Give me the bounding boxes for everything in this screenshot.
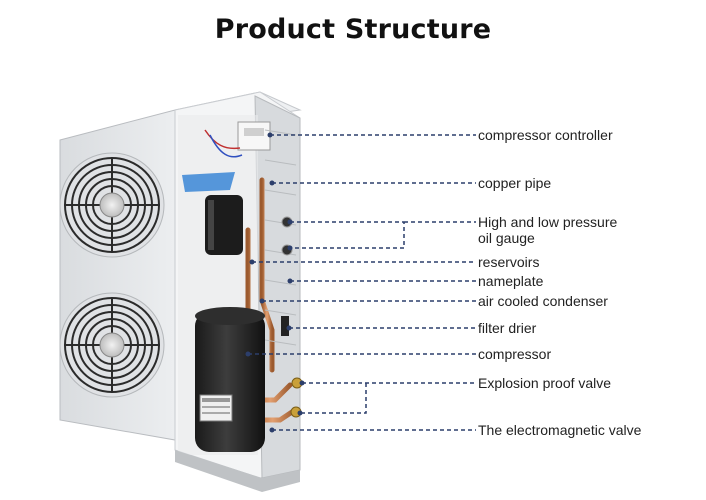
reservoir-tank	[205, 195, 243, 255]
label-reservoirs: reservoirs	[478, 254, 539, 270]
controller-box	[204, 121, 271, 158]
label-text: compressor	[478, 346, 552, 362]
filter-drier-part	[281, 316, 289, 336]
label-text: The electromagnetic valve	[478, 422, 642, 438]
fan-bottom	[59, 292, 165, 398]
compressor-part	[195, 307, 265, 452]
label-explosion-proof-valve: Explosion proof valve	[478, 375, 611, 391]
label-nameplate: nameplate	[478, 273, 543, 289]
page-title: Product Structure	[214, 14, 492, 45]
label-electromagnetic-valve: The electromagnetic valve	[478, 422, 641, 438]
leader-pressure-oil-gauge	[290, 221, 476, 249]
label-text: Explosion proof valve	[478, 375, 612, 391]
label-text-line2: oil gauge	[478, 230, 535, 246]
label-text: reservoirs	[478, 254, 540, 270]
leader-endpoints	[245, 132, 305, 433]
label-text: filter drier	[478, 320, 537, 336]
label-text: air cooled condenser	[478, 293, 608, 309]
fan-top	[59, 152, 165, 258]
label-compressor: compressor	[478, 346, 551, 362]
label-text: nameplate	[478, 273, 544, 289]
leader-lines	[248, 134, 476, 431]
wire-bundle	[182, 172, 235, 192]
unit-base	[175, 450, 300, 492]
label-text: High and low pressure	[478, 214, 618, 230]
label-text: compressor controller	[478, 127, 613, 143]
leader-explosion-proof-valve	[300, 382, 476, 414]
label-filter-drier: filter drier	[478, 320, 536, 336]
label-air-cooled-condenser: air cooled condenser	[478, 293, 608, 309]
label-copper-pipe: copper pipe	[478, 175, 551, 191]
label-compressor-controller: compressor controller	[478, 127, 613, 143]
label-text: copper pipe	[478, 175, 552, 191]
